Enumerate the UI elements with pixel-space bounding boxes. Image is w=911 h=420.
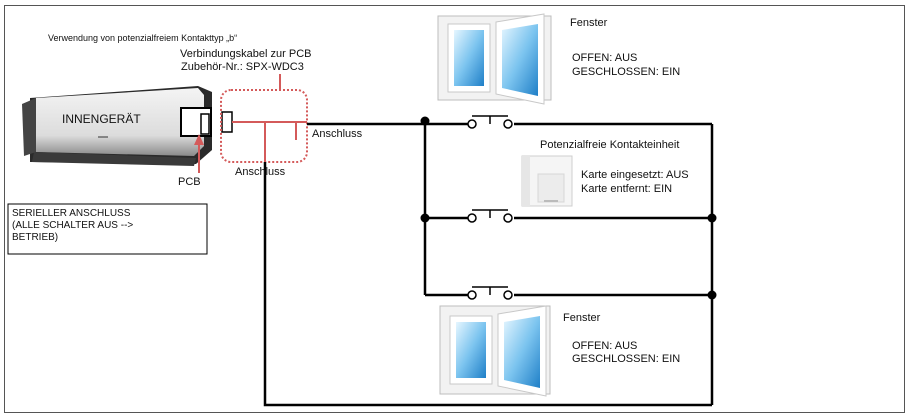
window-bottom-title: Fenster xyxy=(563,312,601,324)
window-top-closed: GESCHLOSSEN: EIN xyxy=(572,66,681,78)
contact-unit-inserted: Karte eingesetzt: AUS xyxy=(581,169,689,181)
title-note: Verwendung von potenzialfreiem Kontaktty… xyxy=(48,33,238,43)
serial-box-line3: BETRIEB) xyxy=(12,232,59,243)
serial-box-line1: SERIELLER ANSCHLUSS xyxy=(12,208,131,219)
indoor-unit-graphic xyxy=(22,86,212,166)
red-cable-lines xyxy=(232,121,307,162)
connection-label-right: Anschluss xyxy=(312,128,363,140)
pcb-label: PCB xyxy=(178,176,201,188)
cable-plug xyxy=(221,111,233,133)
window-top-title: Fenster xyxy=(570,17,608,29)
diagram-frame xyxy=(4,5,905,413)
switch-bottom xyxy=(467,286,513,300)
cable-label-line2: Zubehör-Nr.: SPX-WDC3 xyxy=(181,61,304,73)
contact-unit-title: Potenzialfreie Kontakteinheit xyxy=(540,139,680,151)
cable-callout xyxy=(220,89,308,163)
junction-dots xyxy=(420,116,717,300)
indoor-unit-label: INNENGERÄT xyxy=(62,112,141,126)
serial-box xyxy=(7,203,208,255)
window-top-open: OFFEN: AUS xyxy=(572,52,638,64)
switch-top xyxy=(467,115,513,129)
pcb-connector xyxy=(200,113,210,135)
connection-label-bottom: Anschluss xyxy=(235,166,286,178)
contact-unit-icon xyxy=(521,155,573,207)
window-bottom-icon xyxy=(439,305,551,397)
switch-middle xyxy=(467,209,513,223)
cable-label-line1: Verbindungskabel zur PCB xyxy=(180,48,312,60)
window-bottom-closed: GESCHLOSSEN: EIN xyxy=(572,353,681,365)
serial-box-line2: (ALLE SCHALTER AUS --> xyxy=(12,220,134,231)
black-wiring xyxy=(263,120,714,407)
window-top-icon xyxy=(437,13,552,105)
pcb-arrow-icon xyxy=(194,134,204,173)
contact-unit-removed: Karte entfernt: EIN xyxy=(581,183,673,195)
window-bottom-open: OFFEN: AUS xyxy=(572,340,638,352)
